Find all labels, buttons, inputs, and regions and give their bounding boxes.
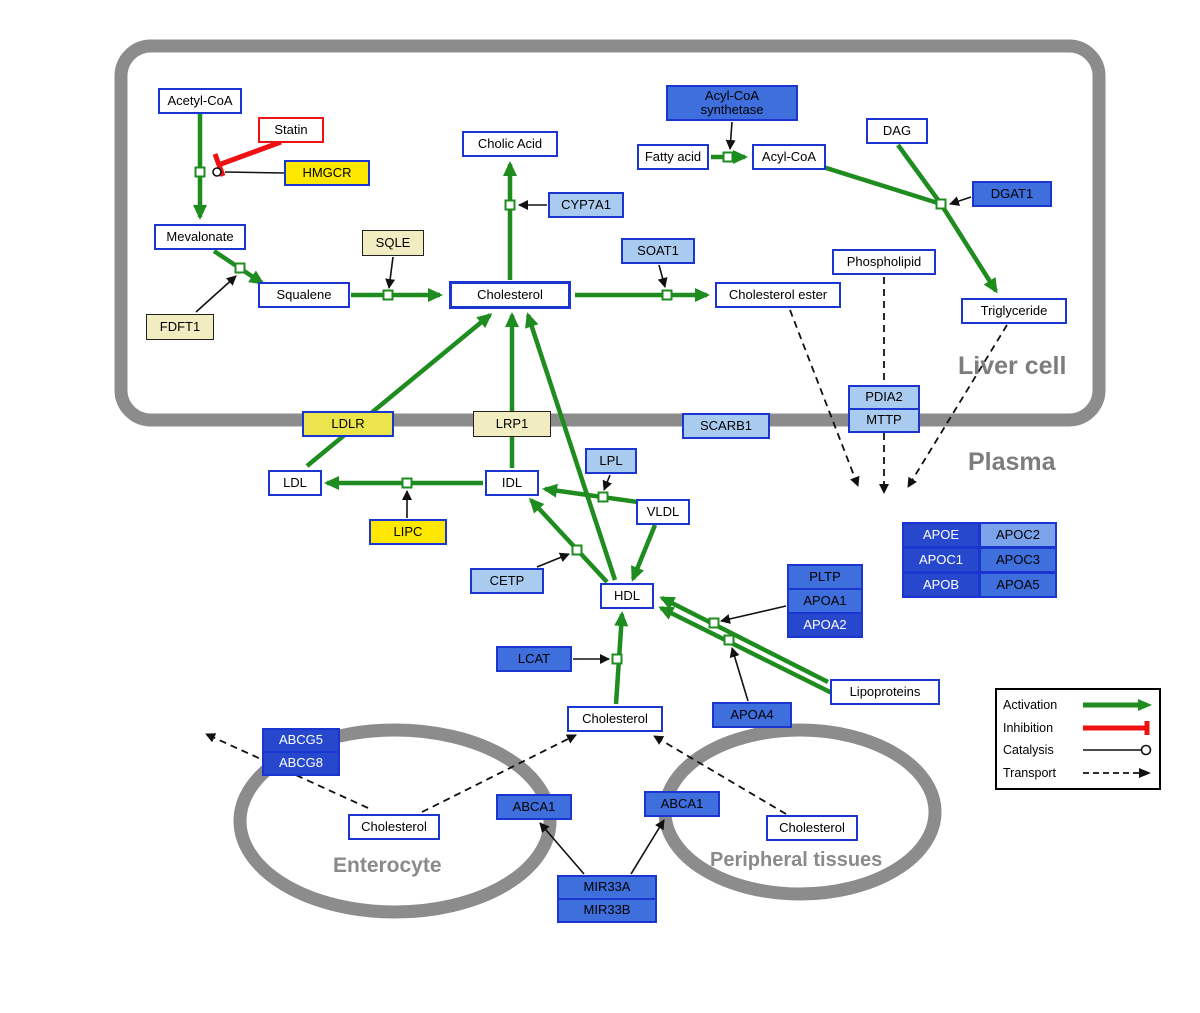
legend-inhibition-label: Inhibition <box>1003 720 1054 735</box>
node-cholesterol-peripheral[interactable]: Cholesterol <box>766 815 858 841</box>
inhibition-edge <box>212 139 282 177</box>
node-acyl-coa-2[interactable]: Acyl-CoA <box>752 144 826 170</box>
node-mevalonate[interactable]: Mevalonate <box>154 224 246 250</box>
node-cholesterol-ester[interactable]: Cholesterol ester <box>715 282 841 308</box>
node-triglyceride[interactable]: Triglyceride <box>961 298 1067 324</box>
enterocyte-label: Enterocyte <box>333 854 442 877</box>
node-apoa2[interactable]: APOA2 <box>787 612 863 638</box>
node-apob[interactable]: APOB <box>902 572 980 598</box>
node-cholesterol-liver[interactable]: Cholesterol <box>449 281 571 309</box>
node-hdl[interactable]: HDL <box>600 583 654 609</box>
node-abca1-peripheral[interactable]: ABCA1 <box>644 791 720 817</box>
node-idl[interactable]: IDL <box>485 470 539 496</box>
node-acetyl-coa[interactable]: Acetyl-CoA <box>158 88 242 114</box>
inhibition-tee-icon <box>1083 720 1150 735</box>
catalysis-edges <box>195 121 972 875</box>
node-vldl[interactable]: VLDL <box>636 499 690 525</box>
transport-arrow-icon <box>1083 767 1151 778</box>
node-apoa1[interactable]: APOA1 <box>787 588 863 614</box>
node-statin[interactable]: Statin <box>258 117 324 143</box>
catalysis-circle <box>212 167 222 177</box>
node-lipoproteins[interactable]: Lipoproteins <box>830 679 940 705</box>
node-fatty-acid[interactable]: Fatty acid <box>637 144 709 170</box>
node-mttp[interactable]: MTTP <box>848 408 920 433</box>
node-squalene[interactable]: Squalene <box>258 282 350 308</box>
acyl-coa-synthetase-line2: synthetase <box>700 102 764 117</box>
node-mir33a[interactable]: MIR33A <box>557 875 657 900</box>
node-dag[interactable]: DAG <box>866 118 928 144</box>
activation-edges <box>193 114 998 705</box>
activation-arrow-icon <box>1083 699 1152 711</box>
legend: Activation Inhibition Catalysis Transpor… <box>995 688 1161 790</box>
node-apoa4[interactable]: APOA4 <box>712 702 792 728</box>
legend-catalysis-label: Catalysis <box>1003 743 1054 758</box>
node-lrp1[interactable]: LRP1 <box>473 411 551 437</box>
legend-activation-label: Activation <box>1003 698 1058 712</box>
node-apoc2[interactable]: APOC2 <box>979 522 1057 548</box>
node-abca1-enterocyte[interactable]: ABCA1 <box>496 794 572 820</box>
acyl-coa-synthetase-line1: Acyl-CoA <box>704 87 760 103</box>
node-lcat[interactable]: LCAT <box>496 646 572 672</box>
liver-cell-membrane <box>114 39 1106 427</box>
liver-cell-label: Liver cell <box>958 352 1067 380</box>
node-apoc3[interactable]: APOC3 <box>979 547 1057 573</box>
node-cholic-acid[interactable]: Cholic Acid <box>462 131 558 157</box>
node-apoa5[interactable]: APOA5 <box>979 572 1057 598</box>
legend-row-catalysis: Catalysis <box>1003 739 1153 761</box>
node-dgat1[interactable]: DGAT1 <box>972 181 1052 207</box>
catalysis-circle-icon <box>1083 745 1152 756</box>
node-hmgcr[interactable]: HMGCR <box>284 160 370 186</box>
node-mir33b[interactable]: MIR33B <box>557 898 657 923</box>
node-phospholipid[interactable]: Phospholipid <box>832 249 936 275</box>
node-sqle[interactable]: SQLE <box>362 230 424 256</box>
node-ldl[interactable]: LDL <box>268 470 322 496</box>
legend-row-inhibition: Inhibition <box>1003 717 1153 739</box>
legend-row-transport: Transport <box>1003 762 1153 784</box>
node-fdft1[interactable]: FDFT1 <box>146 314 214 340</box>
node-abcg8[interactable]: ABCG8 <box>262 751 340 776</box>
plasma-label: Plasma <box>968 448 1056 476</box>
node-lipc[interactable]: LIPC <box>369 519 447 545</box>
node-lpl[interactable]: LPL <box>585 448 637 474</box>
node-apoc1[interactable]: APOC1 <box>902 547 980 573</box>
node-scarb1[interactable]: SCARB1 <box>682 413 770 439</box>
node-cyp7a1[interactable]: CYP7A1 <box>548 192 624 218</box>
reaction-nodes <box>194 151 947 665</box>
node-abcg5[interactable]: ABCG5 <box>262 728 340 753</box>
node-cholesterol-plasma[interactable]: Cholesterol <box>567 706 663 732</box>
peripheral-tissues-label: Peripheral tissues <box>710 849 883 871</box>
node-pdia2[interactable]: PDIA2 <box>848 385 920 410</box>
node-ldlr[interactable]: LDLR <box>302 411 394 437</box>
node-pltp[interactable]: PLTP <box>787 564 863 590</box>
node-cholesterol-enterocyte[interactable]: Cholesterol <box>348 814 440 840</box>
node-soat1[interactable]: SOAT1 <box>621 238 695 264</box>
membranes <box>114 39 1106 919</box>
node-cetp[interactable]: CETP <box>470 568 544 594</box>
node-acyl-coa-synthetase[interactable]: Acyl-CoA synthetase <box>666 85 798 121</box>
enterocyte-membrane <box>233 723 557 919</box>
legend-row-activation: Activation <box>1003 694 1153 716</box>
node-apoe[interactable]: APOE <box>902 522 980 548</box>
legend-transport-label: Transport <box>1003 765 1057 780</box>
